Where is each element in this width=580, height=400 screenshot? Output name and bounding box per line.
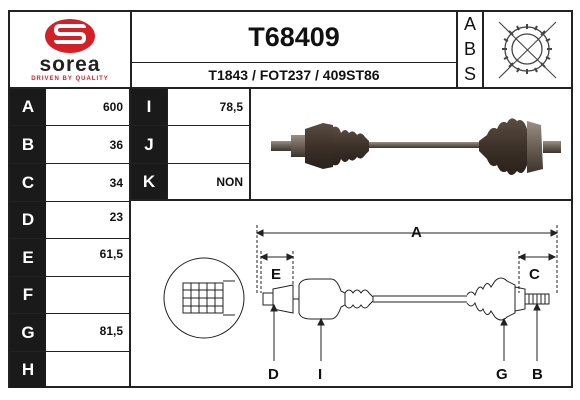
spec-value-c: 34 [109, 175, 123, 190]
spec-value-i: 78,5 [219, 100, 243, 114]
drive-shaft-photo [251, 89, 571, 199]
cross-references: T1843 / FOT237 / 409ST86 [208, 67, 380, 83]
technical-diagram: A E C D I G B [131, 201, 571, 388]
spec-label-a: A [10, 89, 46, 125]
part-number: T68409 [248, 21, 340, 52]
spec-value-b: 36 [109, 137, 123, 152]
spec-value-d: 23 [109, 210, 123, 224]
dim-label-i: I [318, 366, 322, 383]
diagram-top-border [131, 199, 571, 201]
spec-value-k: NON [216, 174, 243, 189]
dim-label-d: D [268, 366, 279, 383]
dim-label-b: B [532, 366, 543, 383]
no-abs-ring-icon [484, 12, 571, 87]
right-spec-border [249, 87, 251, 200]
row-divider [10, 201, 131, 202]
left-table-border [129, 87, 131, 388]
abs-letter-b: B [463, 39, 476, 59]
abs-divider-right [482, 12, 484, 87]
dim-label-c: C [529, 266, 540, 283]
product-sheet: sorea DRIVEN BY QUALITY T68409 T1843 / F… [8, 10, 573, 388]
spec-label-e: E [10, 239, 46, 276]
sorea-logo: sorea DRIVEN BY QUALITY [10, 12, 130, 87]
row-divider [10, 125, 250, 126]
header-divider [10, 87, 571, 89]
spec-value-f [46, 277, 129, 313]
dim-label-g: G [496, 366, 508, 383]
dim-label-a: A [411, 224, 422, 241]
spec-label-k: K [131, 164, 167, 199]
row-divider [10, 163, 250, 164]
spec-value-a: 600 [102, 100, 123, 114]
logo-divider [130, 12, 132, 87]
spec-value-j [168, 126, 249, 163]
spec-value-g: 81,5 [99, 324, 123, 338]
row-divider [10, 276, 131, 277]
abs-letter-s: S [463, 64, 476, 84]
spec-label-c: C [10, 164, 46, 201]
brand-tagline: DRIVEN BY QUALITY [31, 76, 109, 82]
spec-value-e: 61,5 [99, 247, 123, 261]
row-divider [10, 313, 131, 314]
title-divider [130, 62, 456, 63]
right-spec-divider [167, 87, 168, 200]
abs-divider-left [456, 12, 458, 87]
brand-name: sorea [39, 53, 101, 76]
spec-label-i: I [131, 89, 167, 125]
abs-letter-a: A [463, 14, 476, 34]
spec-label-j: J [131, 126, 167, 163]
row-divider [10, 351, 131, 352]
spec-label-b: B [10, 126, 46, 163]
row-divider [10, 238, 131, 239]
spec-label-g: G [10, 314, 46, 351]
spec-label-d: D [10, 202, 46, 238]
spec-label-h: H [10, 352, 46, 388]
spec-label-f: F [10, 277, 46, 313]
spec-value-h [46, 352, 129, 388]
dim-label-e: E [271, 266, 281, 283]
